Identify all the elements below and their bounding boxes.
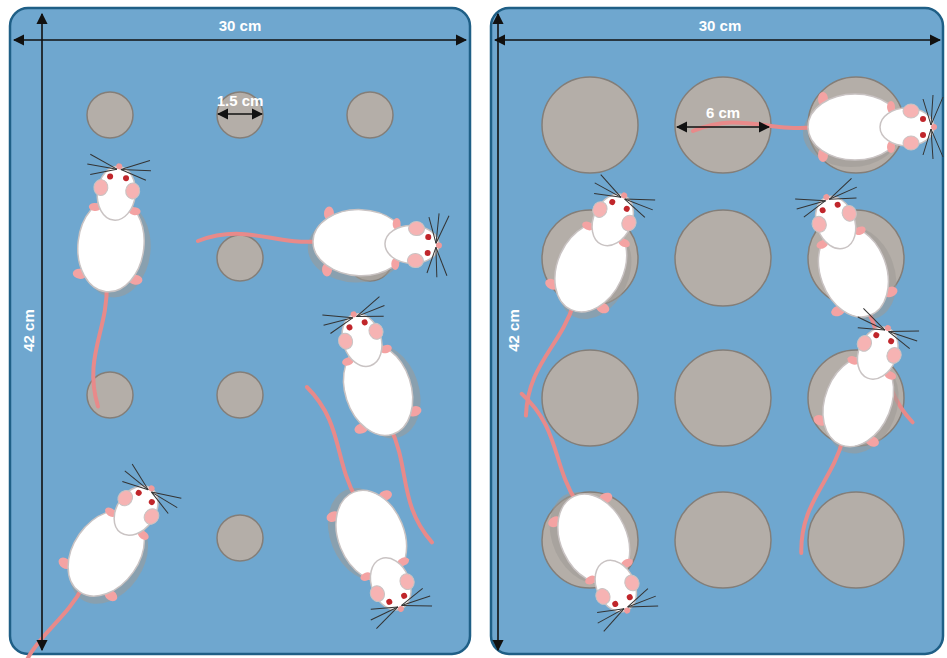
hole-diameter: 6 cm (706, 105, 740, 120)
rats-left (0, 154, 466, 658)
dimension-lines (14, 14, 466, 650)
length-dimension: 42 cm (20, 309, 35, 352)
length-dimension: 42 cm (505, 309, 520, 352)
rats-right (489, 92, 946, 636)
hole-diameter: 1.5 cm (217, 93, 264, 108)
width-dimension: 30 cm (699, 18, 742, 33)
dimension-lines (495, 14, 940, 650)
width-dimension: 30 cm (219, 18, 262, 33)
